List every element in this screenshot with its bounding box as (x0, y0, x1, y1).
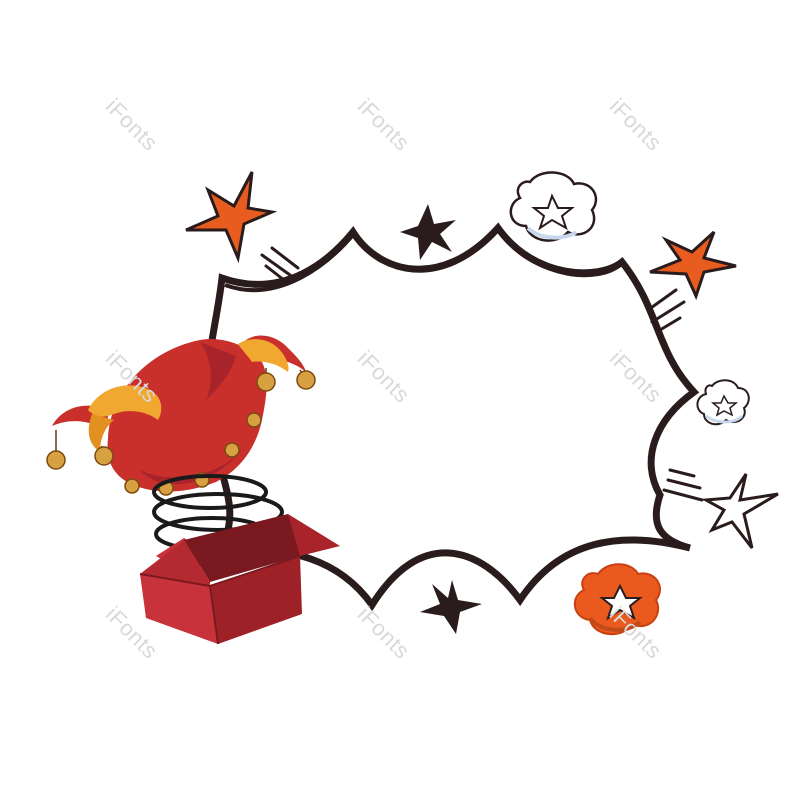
star-icon (420, 580, 482, 634)
star-icon (400, 204, 456, 260)
speed-lines-icon (646, 288, 686, 332)
speed-lines-icon (662, 468, 704, 502)
puff-cloud-icon (696, 379, 750, 426)
puff-cloud-icon (574, 563, 661, 635)
speed-lines-icon (260, 246, 300, 282)
jester-hat-icon (46, 335, 316, 496)
gift-box-icon (139, 514, 340, 645)
star-icon (185, 171, 278, 264)
puff-cloud-icon (509, 171, 598, 242)
star-icon (649, 230, 737, 301)
star-icon (700, 473, 779, 549)
